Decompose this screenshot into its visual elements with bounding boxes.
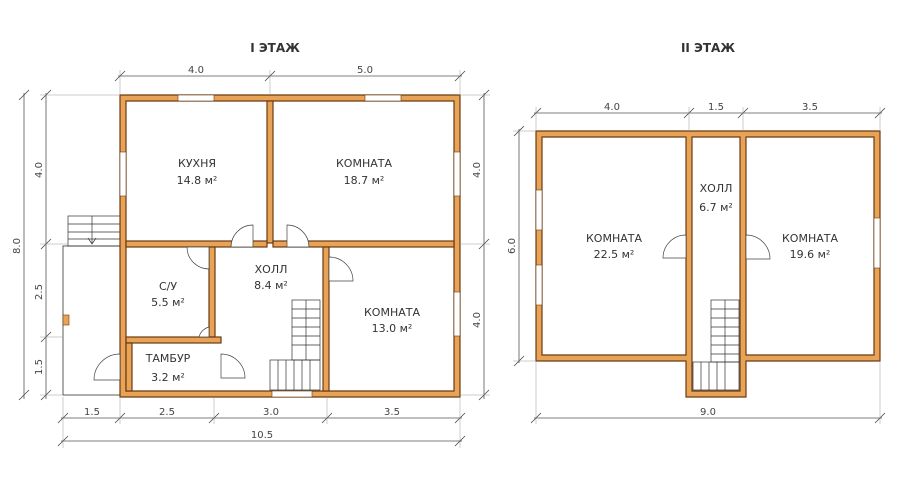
svg-text:1.5: 1.5 <box>84 407 100 418</box>
svg-text:4.0: 4.0 <box>472 312 483 328</box>
svg-text:2.5: 2.5 <box>34 284 45 300</box>
floor-1: I ЭТАЖ <box>12 41 490 448</box>
svg-text:1.5: 1.5 <box>34 359 45 375</box>
staircase-floor-1 <box>269 299 321 391</box>
floor-1-dim-overall: 10.5 <box>57 424 466 448</box>
svg-text:9.0: 9.0 <box>700 407 716 418</box>
svg-text:4.0: 4.0 <box>188 65 204 76</box>
svg-text:3.0: 3.0 <box>263 407 279 418</box>
room-1-name: КОМНАТА <box>336 157 392 170</box>
floor-1-dim-left-outer: 8.0 <box>12 89 30 401</box>
svg-text:4.0: 4.0 <box>34 162 45 178</box>
svg-text:3.5: 3.5 <box>384 407 400 418</box>
porch-post <box>62 314 70 326</box>
room-kitchen-area: 14.8 м² <box>177 174 218 187</box>
svg-text:4.0: 4.0 <box>604 102 620 113</box>
floor-2: II ЭТАЖ <box>507 41 886 424</box>
svg-text:5.0: 5.0 <box>357 65 373 76</box>
room-hall-area: 8.4 м² <box>254 279 288 292</box>
floor-1-dim-right: 4.0 4.0 <box>460 89 490 401</box>
svg-text:8.0: 8.0 <box>12 238 23 254</box>
floor-1-room-labels: КУХНЯ 14.8 м² КОМНАТА 18.7 м² С/У 5.5 м²… <box>145 157 421 384</box>
floor-2-room-labels: ХОЛЛ 6.7 м² КОМНАТА 22.5 м² КОМНАТА 19.6… <box>586 182 838 261</box>
room-bathroom-name: С/У <box>159 280 177 293</box>
floor-1-dim-left-inner: 4.0 2.5 1.5 <box>34 89 120 401</box>
room-4-area: 19.6 м² <box>790 248 831 261</box>
floor-2-dim-top: 4.0 1.5 3.5 <box>530 102 886 131</box>
room-hall-2-name: ХОЛЛ <box>700 182 733 195</box>
floor-2-dim-left: 6.0 <box>507 125 536 367</box>
floor-2-windows <box>535 189 881 306</box>
floor-1-doors <box>93 224 354 381</box>
floor-1-dim-bottom: 1.5 2.5 3.0 3.5 <box>57 397 466 448</box>
floor-2-doors <box>662 234 771 260</box>
staircase-floor-2 <box>692 299 740 391</box>
floor-2-walls <box>535 130 881 398</box>
room-hall-name: ХОЛЛ <box>255 263 288 276</box>
room-hall-2-area: 6.7 м² <box>699 201 733 214</box>
room-vestibule-name: ТАМБУР <box>145 352 191 365</box>
svg-text:10.5: 10.5 <box>251 430 273 441</box>
room-1-area: 18.7 м² <box>344 174 385 187</box>
floor-1-windows <box>119 94 461 398</box>
svg-text:1.5: 1.5 <box>708 102 724 113</box>
room-bathroom-area: 5.5 м² <box>151 296 185 309</box>
floor-2-dim-bottom: 9.0 <box>530 361 886 424</box>
floor-2-title: II ЭТАЖ <box>681 41 735 55</box>
svg-text:3.5: 3.5 <box>802 102 818 113</box>
entry-steps <box>67 215 121 247</box>
floor-1-title: I ЭТАЖ <box>250 41 300 55</box>
svg-text:2.5: 2.5 <box>159 407 175 418</box>
room-2-area: 13.0 м² <box>372 322 413 335</box>
room-vestibule-area: 3.2 м² <box>151 371 185 384</box>
floor-1-dim-top: 4.0 5.0 <box>114 65 466 95</box>
room-2-name: КОМНАТА <box>364 306 420 319</box>
room-kitchen-name: КУХНЯ <box>178 157 216 170</box>
svg-text:4.0: 4.0 <box>472 162 483 178</box>
svg-text:6.0: 6.0 <box>507 238 518 254</box>
room-3-area: 22.5 м² <box>594 248 635 261</box>
room-3-name: КОМНАТА <box>586 232 642 245</box>
room-4-name: КОМНАТА <box>782 232 838 245</box>
